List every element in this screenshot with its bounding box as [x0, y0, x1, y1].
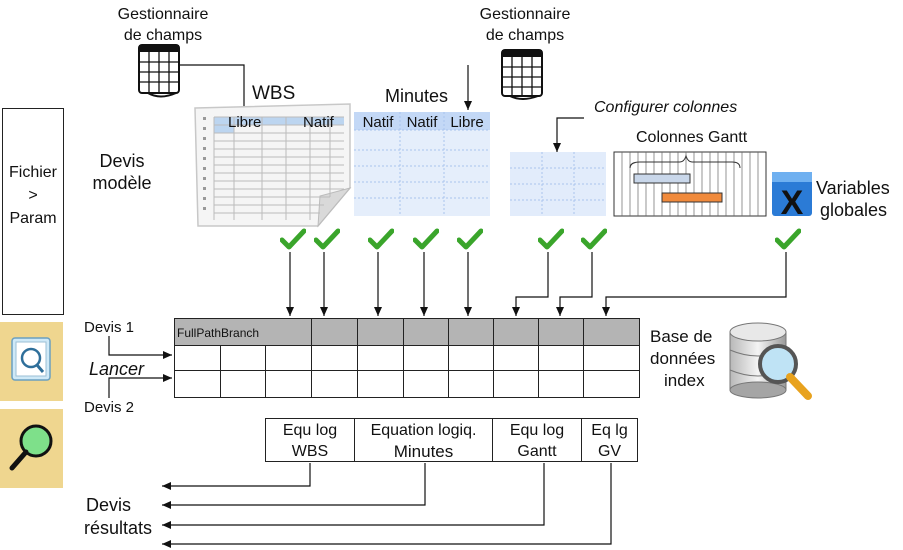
check-icon — [413, 228, 439, 250]
configure-columns-label: Configurer colonnes — [594, 99, 738, 116]
equation-minutes[interactable]: Equation logiq.Minutes — [354, 418, 493, 462]
configure-columns-grid-icon — [510, 152, 606, 216]
calendar-icon-right — [501, 49, 543, 100]
index-header-fullpathbranch: FullPathBranch — [177, 326, 260, 340]
launch-button[interactable] — [0, 322, 63, 401]
check-icon — [314, 228, 340, 250]
arrow-result-minutes — [162, 463, 426, 509]
arrow-gestionnaire-to-wbs — [180, 64, 248, 124]
variables-icon: X — [772, 172, 812, 222]
wbs-column-natif: Natif — [303, 114, 334, 131]
arrow-check6 — [512, 252, 549, 316]
calendar-icon-left — [138, 44, 180, 98]
devis2-label: Devis 2 — [84, 399, 135, 416]
magnifier-icon — [9, 424, 53, 471]
database-search-icon — [729, 322, 812, 400]
check-icon — [368, 228, 394, 250]
gantt-columns-label: Colonnes Gantt — [636, 129, 748, 146]
minutes-label: Minutes — [385, 86, 449, 106]
devis1-label: Devis 1 — [84, 319, 135, 336]
check-icon — [775, 228, 801, 250]
check-icon — [538, 228, 564, 250]
file-params-panel[interactable]: Fichier>Param — [2, 108, 64, 315]
minutes-grid-icon — [354, 112, 490, 216]
arrow-check8 — [602, 252, 787, 316]
check-icon — [280, 228, 306, 250]
minutes-column: Libre — [450, 114, 484, 131]
search-button[interactable] — [0, 409, 63, 488]
index-table-header — [175, 319, 639, 346]
arrow-result-gantt — [162, 463, 545, 529]
svg-text:X: X — [781, 184, 804, 222]
gantt-chart-icon — [613, 151, 767, 217]
minutes-column: Natif — [362, 114, 394, 131]
search-document-icon — [11, 337, 51, 381]
arrow-check7 — [556, 252, 593, 316]
arrow-configurer — [553, 117, 584, 152]
wbs-spreadsheet-icon — [194, 103, 352, 228]
file-params-label: Fichier>Param — [8, 164, 57, 227]
index-table: FullPathBranch — [174, 318, 640, 398]
launch-label: Lancer — [89, 359, 145, 379]
check-icon — [457, 228, 483, 250]
check-icon — [581, 228, 607, 250]
minutes-column: Natif — [406, 114, 438, 131]
arrow-result-gv — [162, 463, 612, 548]
arrow-devis1 — [108, 336, 172, 359]
wbs-label: WBS — [252, 83, 296, 104]
arrow-devis2 — [108, 374, 172, 398]
arrow-result-wbs — [162, 463, 311, 490]
wbs-column-libre: Libre — [228, 114, 262, 131]
